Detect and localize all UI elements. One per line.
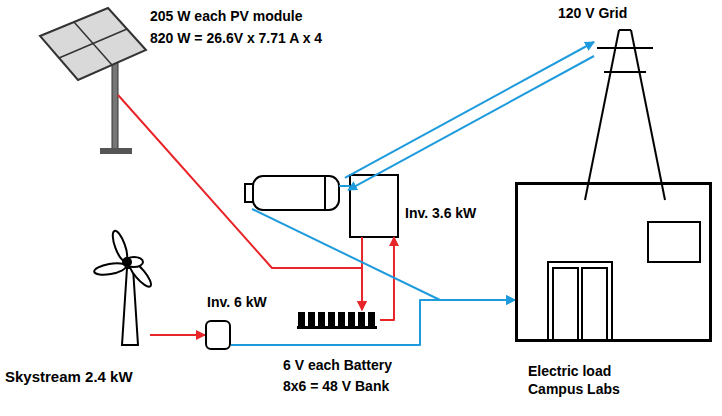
node-label: Inv. 3.6 kW — [405, 205, 476, 223]
inverter-box: Inv. 6 kW — [205, 320, 231, 350]
battery-cell — [318, 312, 325, 328]
panel-grid-line — [59, 29, 127, 58]
tower-crossarm — [597, 47, 653, 49]
node-label: 205 W each PV module — [150, 8, 303, 26]
label-slot: 820 W = 26.6V x 7.71 A x 4 — [150, 30, 322, 48]
wind-turbine — [93, 229, 154, 345]
building-box: Electric load Campus Labs — [515, 182, 712, 342]
power-connector — [150, 334, 205, 336]
battery-cell — [358, 312, 365, 328]
tower-leg — [585, 30, 619, 200]
window — [648, 222, 700, 262]
door-frame — [548, 262, 612, 340]
tower-leg — [631, 30, 665, 200]
node-label: 6 V each Battery — [283, 357, 392, 375]
battery-node: 6 V each Battery8x6 = 48 V Bank — [296, 310, 380, 330]
node-label: 8x6 = 48 V Bank — [283, 378, 389, 396]
tower-top — [619, 29, 631, 31]
inverter-cylinder-cap — [324, 176, 326, 210]
battery-cell — [368, 312, 375, 328]
inverter-node: Inv. 3.6 kW — [243, 172, 468, 237]
inverter-cylinder — [253, 176, 339, 210]
label-slot: Electric load Campus Labs — [528, 363, 648, 398]
label-slot: Skystream 2.4 kW — [5, 368, 133, 387]
power-connector — [380, 237, 394, 320]
building-details — [548, 222, 700, 340]
grid-tower — [585, 30, 665, 200]
power-connector — [345, 42, 594, 178]
power-connector — [348, 56, 594, 190]
node-label: Skystream 2.4 kW — [5, 368, 133, 387]
door — [582, 268, 607, 340]
power-connector — [252, 209, 515, 300]
label-slot: 120 V Grid — [558, 5, 627, 23]
turbine-blade — [93, 261, 126, 276]
battery-rail — [297, 326, 377, 329]
inverter-coupling — [245, 184, 253, 202]
label-slot: Inv. 3.6 kW — [405, 205, 476, 223]
wind-turbine-node: Skystream 2.4 kW — [90, 232, 180, 372]
power-connector — [361, 237, 363, 310]
node-label: 120 V Grid — [558, 5, 627, 23]
inverter-unit — [245, 175, 398, 237]
inverter-link — [339, 185, 350, 187]
battery-cell — [298, 312, 305, 328]
battery-cell — [308, 312, 315, 328]
node-label: Inv. 6 kW — [207, 294, 267, 312]
turbine-tower — [122, 268, 138, 345]
turbine-hub — [123, 258, 131, 266]
battery-bank — [297, 312, 377, 329]
panel-base — [100, 148, 132, 154]
node-label: 820 W = 26.6V x 7.71 A x 4 — [150, 30, 322, 48]
label-slot: Inv. 6 kW — [207, 294, 267, 312]
label-slot: 8x6 = 48 V Bank — [283, 378, 389, 396]
battery-cell — [328, 312, 335, 328]
battery-cell — [348, 312, 355, 328]
battery-cell — [338, 312, 345, 328]
label-slot: 205 W each PV module — [150, 8, 303, 26]
panel-surface — [40, 8, 146, 80]
node-label: Electric load Campus Labs — [528, 363, 648, 398]
power-connector — [118, 95, 362, 310]
label-slot: 6 V each Battery — [283, 357, 392, 375]
panel-pole — [112, 62, 118, 150]
pv-module: 205 W each PV module820 W = 26.6V x 7.71… — [38, 8, 158, 158]
pv-panel — [40, 8, 146, 154]
door — [553, 268, 578, 340]
tower-crossarm — [604, 71, 646, 73]
grid-tower-node: 120 V Grid — [555, 5, 665, 205]
power-connector — [231, 300, 515, 345]
